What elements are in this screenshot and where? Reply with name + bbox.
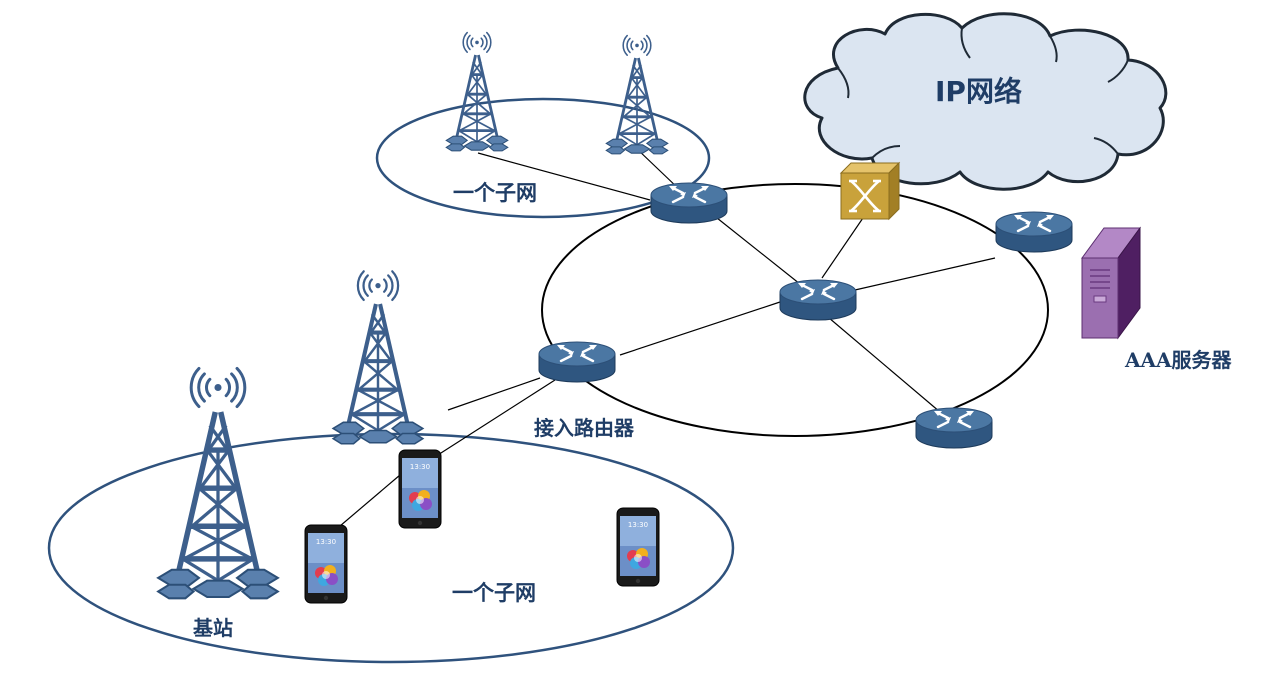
core-ring	[541, 183, 1049, 437]
access-router-label: 接入路由器	[534, 416, 635, 440]
connection-lines	[319, 147, 996, 544]
phone-clock: 13:30	[410, 463, 430, 471]
switch-icon	[839, 161, 901, 221]
router-right-icon	[994, 210, 1074, 254]
router-bottom-icon	[914, 406, 994, 450]
ip-network-label: IP网络	[935, 75, 1022, 108]
phone-icon: 13:30	[398, 449, 442, 529]
ip-network-cloud	[803, 12, 1168, 191]
phone-clock: 13:30	[316, 538, 336, 546]
aaa-server-icon	[1081, 226, 1141, 340]
phone-icon: 13:30	[304, 524, 348, 604]
subnet-top-label: 一个子网	[453, 181, 537, 205]
router-center-icon	[778, 278, 858, 322]
phone-clock: 13:30	[628, 521, 648, 529]
phone-icon: 13:30	[616, 507, 660, 587]
base-station-label: 基站	[193, 616, 233, 640]
subnet-bottom-label: 一个子网	[452, 581, 536, 605]
aaa-server-label: AAA服务器	[1124, 348, 1233, 372]
base-station-tower-icon	[158, 368, 278, 598]
router-top-icon	[649, 181, 729, 225]
tower-middle-icon	[333, 271, 423, 443]
subnet-ellipse-top	[375, 97, 711, 219]
access-router-icon	[537, 340, 617, 384]
tower-top-left-icon	[446, 33, 508, 151]
tower-top-right-icon	[606, 36, 668, 154]
